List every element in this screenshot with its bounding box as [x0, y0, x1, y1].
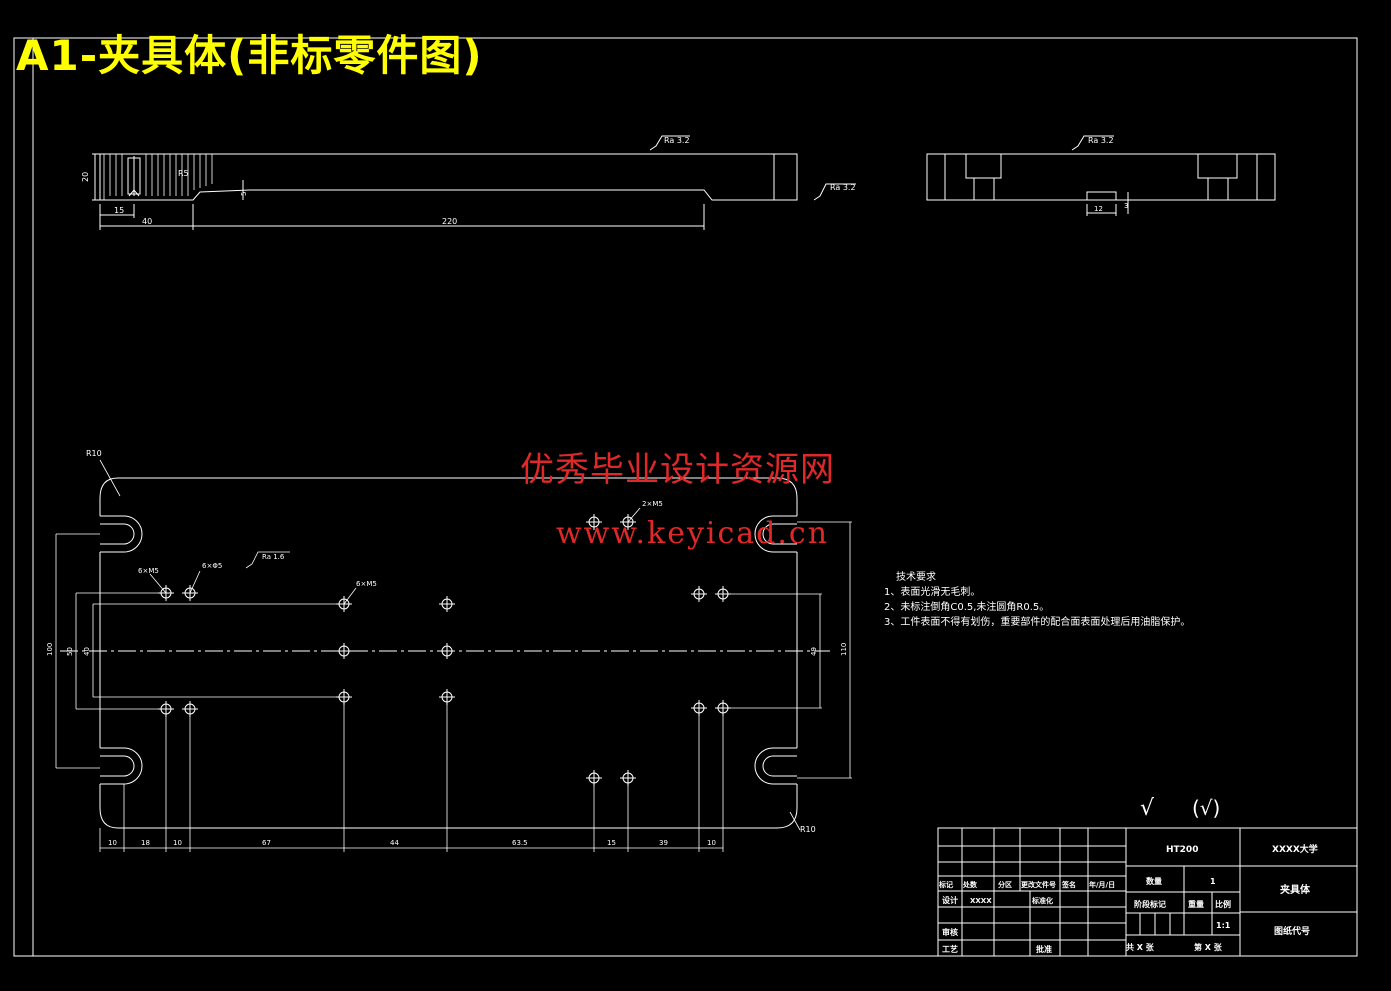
dim-bottom-63-5: 63.5 [512, 839, 528, 847]
callout-2xm5: 2×M5 [642, 500, 663, 508]
roughness-end: Ra 3.2 [830, 183, 856, 192]
dim-40: 40 [142, 217, 152, 226]
tech-item-3: 3、工件表面不得有划伤，重要部件的配合面表面处理后用油脂保护。 [884, 617, 1191, 628]
roughness-plan: Ra 1.6 [262, 553, 285, 561]
surface-check-paren: (√) [1192, 796, 1220, 820]
tech-item-1: 1、表面光滑无毛刺。 [884, 587, 981, 598]
tb-qty-label: 数量 [1146, 876, 1162, 886]
dim-49: 49 [810, 647, 818, 656]
tb-approve: 批准 [1036, 944, 1052, 954]
dim-r5: R5 [178, 169, 189, 178]
tb-row-h-count: 处数 [962, 880, 978, 889]
tb-standardize: 标准化 [1031, 896, 1053, 905]
dim-15: 15 [114, 206, 124, 215]
tb-sheet-no: 第 X 张 [1194, 942, 1223, 952]
tb-school: XXXX大学 [1272, 843, 1318, 855]
dim-bottom-10a: 10 [108, 839, 117, 847]
outer-frame [13, 37, 1358, 957]
plan-view [55, 459, 852, 852]
dim-height: 20 [81, 172, 90, 182]
roughness-top: Ra 3.2 [664, 136, 690, 145]
dim-bottom-10c: 10 [707, 839, 716, 847]
surface-check: √ [1140, 796, 1155, 821]
tb-design: 设计 [942, 895, 958, 905]
tech-heading: 技术要求 [896, 572, 936, 583]
tb-drawing-code: 图纸代号 [1274, 925, 1310, 937]
tb-row-h-zone: 分区 [998, 880, 1012, 889]
dim-bottom-15: 15 [607, 839, 616, 847]
tb-scale: 1:1 [1216, 921, 1231, 930]
holes [158, 514, 731, 786]
r10-top: R10 [86, 449, 102, 458]
roughness-side: Ra 3.2 [1088, 136, 1114, 145]
tb-row-h-change: 更改文件号 [1021, 880, 1056, 889]
dim-bottom-44: 44 [390, 839, 399, 847]
dim-220: 220 [442, 217, 457, 226]
side-view [926, 135, 1276, 216]
dim-110: 110 [840, 643, 848, 656]
tb-review: 审核 [942, 927, 958, 937]
drawing-title: A1-夹具体(非标零件图) [16, 31, 483, 80]
tb-stage-mark: 阶段标记 [1134, 899, 1166, 909]
dim-bottom-10b: 10 [173, 839, 182, 847]
dim-bottom-39: 39 [659, 839, 668, 847]
dim-bottom-18: 18 [141, 839, 150, 847]
slot-width: 12 [1094, 205, 1103, 213]
slot-depth: 3 [1124, 202, 1128, 210]
dim-bottom-67: 67 [262, 839, 271, 847]
tb-scale-label: 比例 [1215, 899, 1231, 909]
watermark-site-name: 优秀毕业设计资源网 [520, 450, 835, 490]
tb-sheets-total: 共 X 张 [1126, 942, 1155, 952]
title-block [937, 827, 1358, 957]
dim-40-left: 40 [83, 647, 91, 656]
dim-50: 50 [66, 647, 74, 656]
tb-process: 工艺 [942, 944, 958, 954]
tb-row-h-sign: 签名 [1061, 880, 1076, 889]
tech-requirements: 技术要求 1、表面光滑无毛刺。 2、未标注倒角C0.5,未注圆角R0.5。 3、… [884, 570, 1190, 630]
tech-item-2: 2、未标注倒角C0.5,未注圆角R0.5。 [884, 602, 1050, 613]
tb-material: HT200 [1166, 845, 1198, 855]
tb-qty: 1 [1210, 877, 1216, 886]
callout-6xphi5: 6×Φ5 [202, 562, 222, 570]
top-view [92, 135, 856, 230]
tb-designer: XXXX [970, 897, 992, 905]
callout-6xm5-mid: 6×M5 [356, 580, 377, 588]
dim-100: 100 [46, 643, 54, 656]
tb-row-h-date: 年/月/日 [1089, 880, 1115, 889]
watermark-url: www.keyicad.cn [556, 516, 830, 551]
inner-frame [32, 37, 1358, 957]
tb-part-name: 夹具体 [1280, 883, 1311, 896]
r10-bottom: R10 [800, 825, 816, 834]
dim-5: 5 [240, 192, 248, 196]
tb-row-h-mark: 标记 [938, 880, 953, 889]
tb-weight: 重量 [1188, 899, 1204, 909]
callout-6xm5-left: 6×M5 [138, 567, 159, 575]
